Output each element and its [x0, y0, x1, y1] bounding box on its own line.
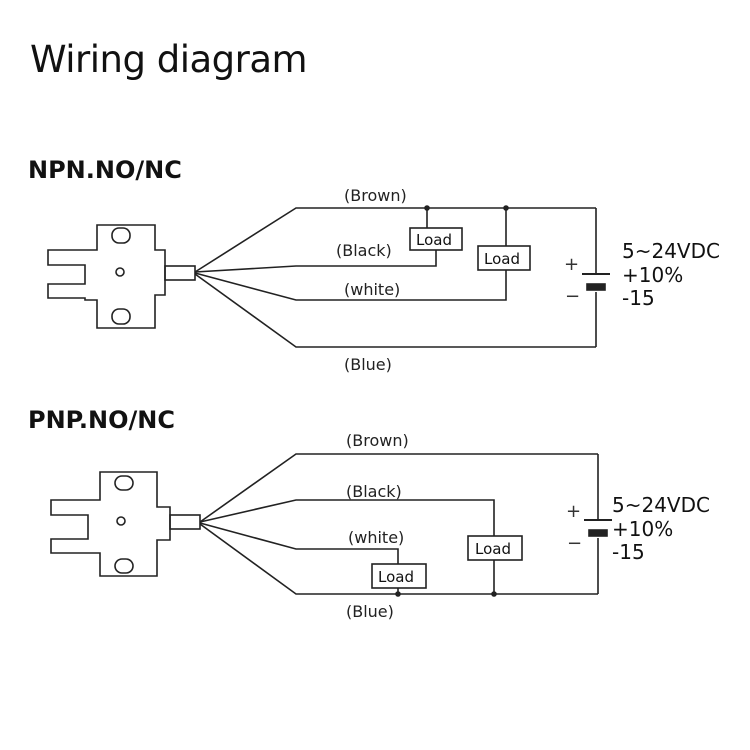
pnp-minus-sign: −: [567, 533, 582, 554]
page-title: Wiring diagram: [30, 38, 308, 81]
npn-heading: NPN.NO/NC: [28, 156, 182, 184]
npn-brown-label: (Brown): [344, 186, 407, 205]
pnp-supply-voltage: 5~24VDC: [612, 493, 710, 517]
pnp-heading: PNP.NO/NC: [28, 406, 175, 434]
npn-plus-sign: +: [564, 254, 579, 275]
pnp-supply-plus-tol: +10%: [612, 517, 673, 541]
pnp-load-1: Load: [378, 568, 414, 586]
npn-load-box-2: [477, 245, 531, 271]
npn-brown-wire: [194, 207, 596, 273]
npn-supply-voltage: 5~24VDC: [622, 239, 720, 263]
pnp-blue-wire: [199, 523, 598, 595]
npn-black-wire: [194, 250, 437, 273]
npn-black-label: (Black): [336, 241, 392, 260]
npn-white-wire: [194, 268, 507, 301]
pnp-load-box-2: [467, 535, 523, 561]
npn-load-2: Load: [484, 250, 520, 268]
pnp-blue-label: (Blue): [346, 602, 394, 621]
pnp-white-label: (white): [348, 528, 404, 547]
pnp-white-wire: [199, 522, 399, 564]
pnp-load-box-1: [371, 563, 427, 589]
npn-blue-label: (Blue): [344, 355, 392, 374]
pnp-sensor-icon: [50, 471, 201, 577]
pnp-load-2: Load: [475, 540, 511, 558]
npn-supply-plus-tol: +10%: [622, 263, 683, 287]
npn-blue-wire: [194, 273, 596, 348]
npn-circuit: [47, 205, 610, 348]
pnp-plus-sign: +: [566, 501, 581, 522]
pnp-black-label: (Black): [346, 482, 402, 501]
npn-load-1: Load: [416, 231, 452, 249]
npn-minus-sign: −: [565, 286, 580, 307]
pnp-black-wire: [199, 499, 495, 536]
npn-load-box-1: [409, 227, 463, 251]
pnp-brown-wire: [199, 453, 598, 523]
npn-supply-minus-tol: -15: [622, 286, 655, 310]
pnp-brown-label: (Brown): [346, 431, 409, 450]
npn-sensor-icon: [47, 224, 196, 329]
npn-white-label: (white): [344, 280, 400, 299]
pnp-supply-minus-tol: -15: [612, 540, 645, 564]
pnp-circuit: [50, 453, 612, 597]
